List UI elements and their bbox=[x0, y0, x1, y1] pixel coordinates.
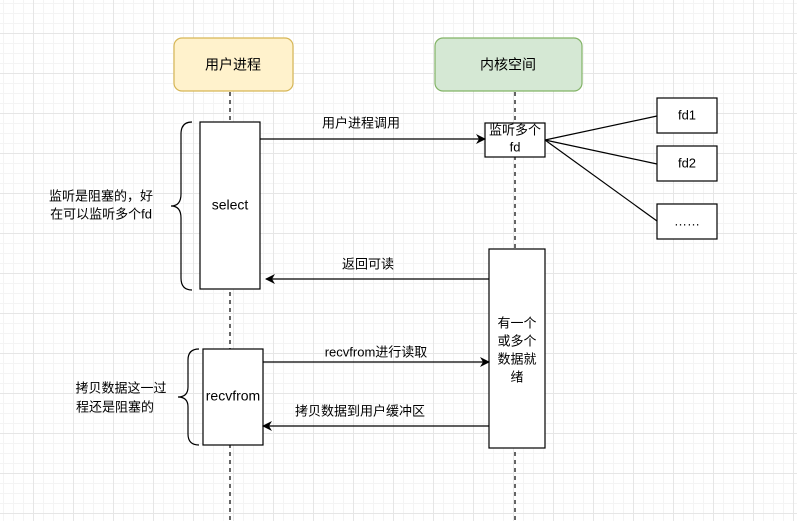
select-activation-label: select bbox=[212, 197, 249, 213]
monitor-fd-label-line1: 监听多个 bbox=[489, 122, 541, 137]
data-ready-box bbox=[488, 248, 546, 449]
monitor-fd-box[interactable]: 监听多个 fd bbox=[484, 122, 546, 158]
fd-box-3-label: …… bbox=[674, 213, 700, 228]
recvfrom-activation-label: recvfrom bbox=[206, 388, 260, 404]
message-recvfrom-read[interactable]: recvfrom进行读取 bbox=[263, 344, 490, 367]
participant-user-box bbox=[173, 37, 294, 92]
fd-box-2-label: fd2 bbox=[678, 155, 696, 170]
copy-note-line2: 程还是阻塞的 bbox=[76, 399, 154, 414]
fd2-connector bbox=[544, 139, 658, 165]
select-blocking-note: 监听是阻塞的，好 在可以监听多个fd bbox=[49, 188, 153, 221]
message-copy-to-buffer[interactable]: 拷贝数据到用户缓冲区 bbox=[262, 403, 489, 431]
data-ready-label-line3: 数据就 bbox=[497, 351, 536, 366]
recvfrom-activation[interactable]: recvfrom bbox=[202, 348, 264, 446]
message-return-readable[interactable]: 返回可读 bbox=[265, 256, 489, 284]
participant-kernel-space[interactable]: 内核空间 bbox=[434, 37, 583, 92]
fd-box-1-label: fd1 bbox=[678, 107, 696, 122]
monitor-fd-label-line2: fd bbox=[510, 139, 521, 154]
fd3-connector bbox=[544, 139, 658, 222]
fd1-connector bbox=[544, 115, 658, 141]
message-recvfrom-read-label: recvfrom进行读取 bbox=[325, 344, 428, 359]
fd-box-3-rect bbox=[656, 203, 718, 240]
fd-box-2-rect bbox=[656, 145, 718, 182]
message-copy-to-buffer-label: 拷贝数据到用户缓冲区 bbox=[295, 403, 425, 418]
select-activation-box bbox=[199, 121, 261, 290]
fd-box-3[interactable]: …… bbox=[656, 203, 718, 240]
message-call-label: 用户进程调用 bbox=[322, 115, 400, 130]
select-note-line1: 监听是阻塞的，好 bbox=[49, 188, 153, 203]
participant-kernel-label: 内核空间 bbox=[480, 57, 536, 73]
data-ready-activation[interactable]: 有一个 或多个 数据就 绪 bbox=[488, 248, 546, 449]
fd-box-2[interactable]: fd2 bbox=[656, 145, 718, 182]
select-activation[interactable]: select bbox=[199, 121, 261, 290]
copy-note-line1: 拷贝数据这一过 bbox=[75, 380, 166, 395]
data-ready-label-line2: 或多个 bbox=[497, 333, 536, 348]
data-ready-label-line4: 绪 bbox=[510, 369, 523, 384]
data-ready-label-line1: 有一个 bbox=[497, 315, 536, 330]
participant-user-label: 用户进程 bbox=[205, 57, 261, 73]
fd-box-1-rect bbox=[656, 97, 718, 134]
message-call[interactable]: 用户进程调用 bbox=[260, 115, 486, 144]
message-return-readable-label: 返回可读 bbox=[342, 256, 394, 271]
recvfrom-brace bbox=[177, 348, 200, 446]
select-brace bbox=[170, 121, 193, 291]
participant-user-process[interactable]: 用户进程 bbox=[173, 37, 294, 92]
select-note-line2: 在可以监听多个fd bbox=[50, 206, 152, 221]
copy-blocking-note: 拷贝数据这一过 程还是阻塞的 bbox=[75, 380, 166, 414]
fd-box-1[interactable]: fd1 bbox=[656, 97, 718, 134]
recvfrom-activation-box bbox=[202, 348, 264, 446]
participant-kernel-box bbox=[434, 37, 583, 92]
